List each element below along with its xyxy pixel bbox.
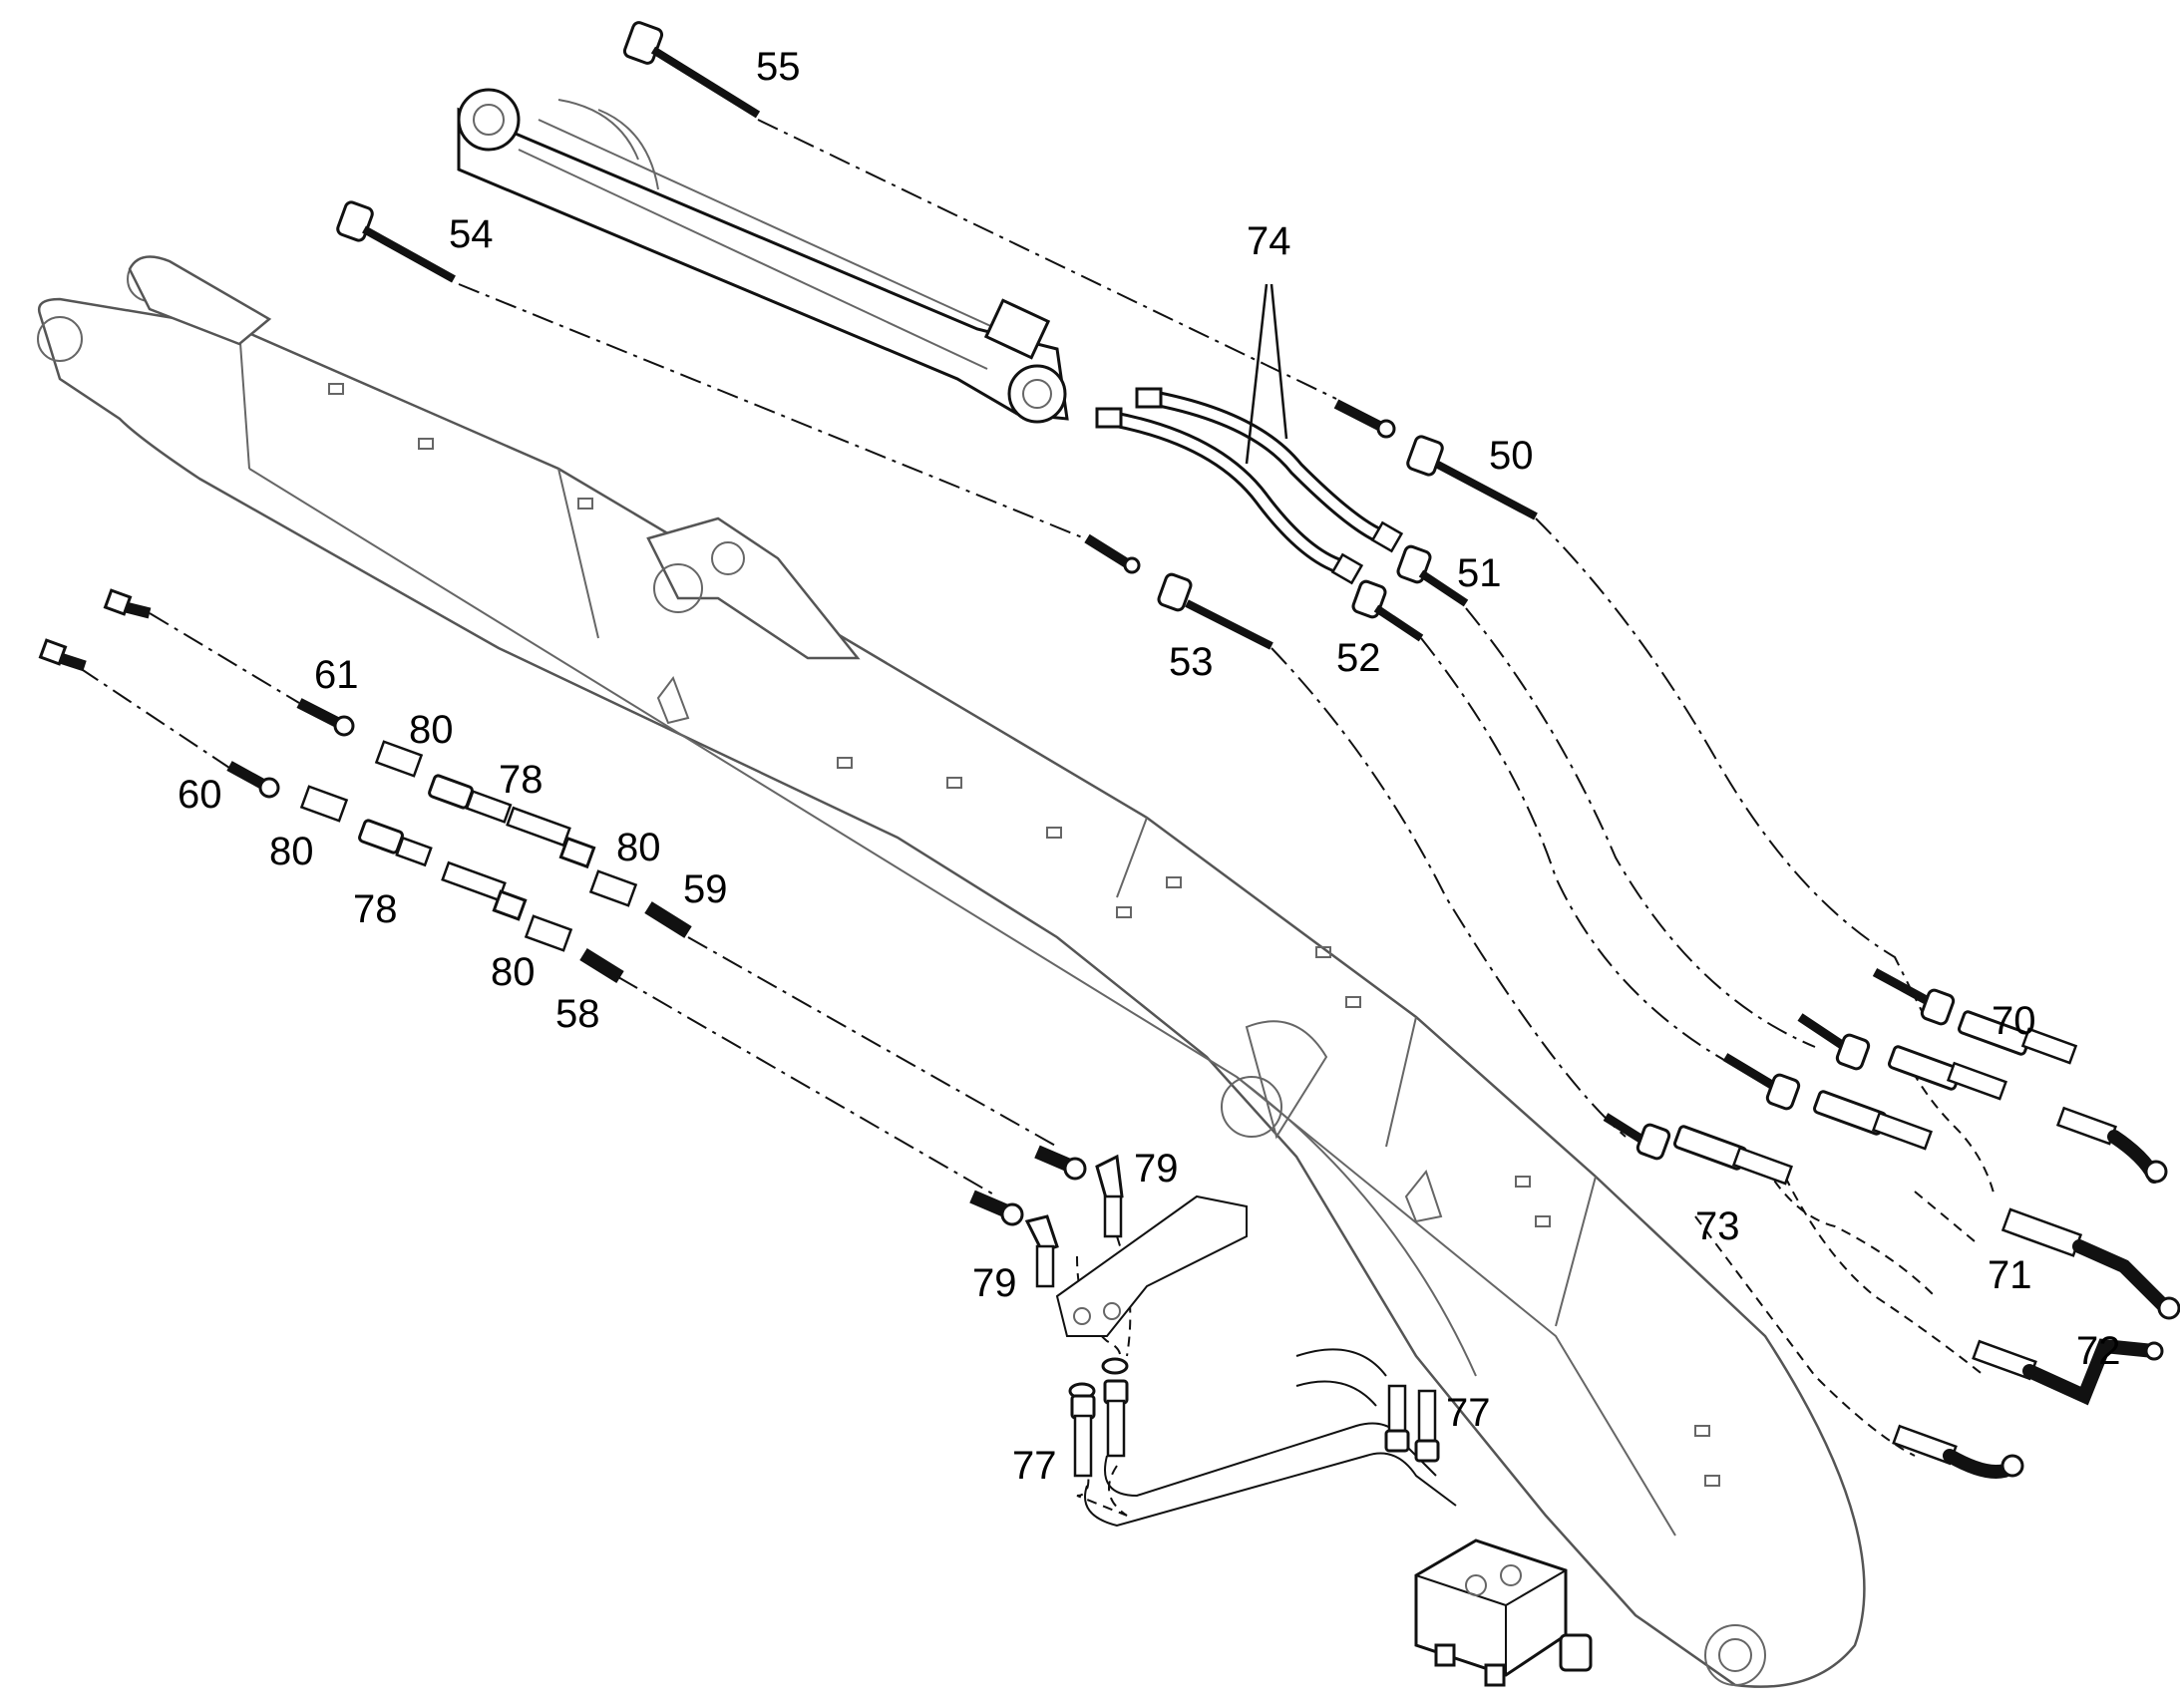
label-78-b: 78 <box>353 887 398 931</box>
pin-55 <box>622 21 761 119</box>
pin-51 <box>1396 544 1469 607</box>
label-51: 51 <box>1457 551 1502 595</box>
hose-fitting-73 <box>1672 1125 2024 1479</box>
label-52: 52 <box>1336 636 1381 680</box>
adapter-80-a <box>374 740 424 778</box>
part-labels: 55 54 74 50 51 52 53 61 80 78 60 80 80 5… <box>178 45 2121 1488</box>
label-61: 61 <box>314 653 359 697</box>
pin-50 <box>1406 435 1538 520</box>
bolt-near-53 <box>1084 533 1141 574</box>
label-73: 73 <box>1695 1204 1740 1248</box>
label-80-c: 80 <box>616 826 661 869</box>
label-50: 50 <box>1489 434 1534 478</box>
valve-block <box>1414 1538 1593 1687</box>
bolt-59 <box>644 901 1087 1181</box>
fitting-78-b <box>358 819 528 921</box>
label-78-a: 78 <box>499 758 544 802</box>
label-72: 72 <box>2076 1329 2121 1373</box>
elbow-79-a <box>1095 1154 1124 1238</box>
fitting-77-right <box>1384 1384 1440 1463</box>
label-79-a: 79 <box>1134 1147 1179 1191</box>
elbow-79-b <box>1024 1214 1059 1288</box>
leader-74 <box>1245 283 1288 465</box>
label-70: 70 <box>1992 999 2036 1043</box>
label-71: 71 <box>1988 1253 2032 1297</box>
label-80-a: 80 <box>409 708 454 752</box>
mounting-bracket <box>1055 1195 1248 1337</box>
boom-arm <box>37 255 1866 1688</box>
label-77-b: 77 <box>1446 1391 1491 1435</box>
adapter-80-c <box>588 869 638 907</box>
pin-52 <box>1351 579 1424 642</box>
hose-fitting-72 <box>1812 1090 2164 1406</box>
bolt-61 <box>103 588 355 737</box>
adapter-80-d <box>524 914 573 952</box>
label-54: 54 <box>449 212 494 256</box>
label-60: 60 <box>178 773 222 817</box>
bolt-58 <box>579 948 1024 1226</box>
pins-lower-right <box>1603 968 1956 1161</box>
adapter-80-b <box>299 785 349 823</box>
label-80-b: 80 <box>269 830 314 873</box>
hose-fitting-70 <box>1957 1010 2168 1184</box>
bolt-60 <box>38 638 280 799</box>
label-80-d: 80 <box>491 950 536 994</box>
fitting-78-a <box>428 774 596 869</box>
label-77-a: 77 <box>1012 1444 1057 1488</box>
boom-cylinder <box>457 88 1069 424</box>
label-58: 58 <box>555 992 600 1036</box>
hose-74-pair <box>1095 387 1404 585</box>
label-55: 55 <box>756 45 801 89</box>
fitting-77-left <box>1070 1379 1129 1478</box>
label-79-b: 79 <box>972 1261 1017 1305</box>
pin-53 <box>1157 572 1273 650</box>
hose-fitting-71 <box>1887 1045 2180 1320</box>
bolt-near-50 <box>1333 399 1396 439</box>
assembly-lines <box>79 119 1996 1517</box>
pin-54 <box>336 200 456 283</box>
label-74: 74 <box>1247 219 1291 263</box>
label-59: 59 <box>683 867 728 911</box>
label-53: 53 <box>1169 640 1214 684</box>
